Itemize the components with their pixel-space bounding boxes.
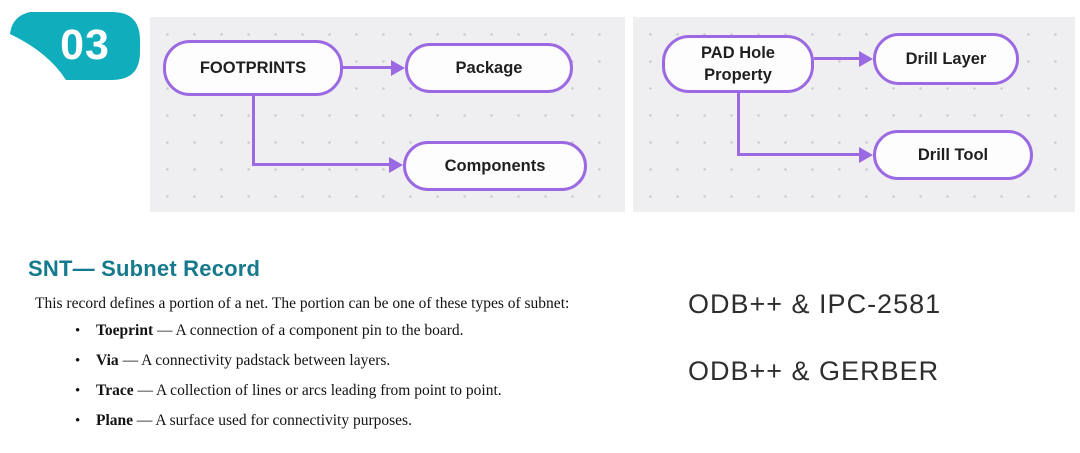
bullet-term: Plane xyxy=(96,412,134,429)
format-label-odb-gerber: ODB++ & GERBER xyxy=(688,356,940,386)
node-footprints: FOOTPRINTS xyxy=(163,40,343,96)
list-item-trace: • Trace — A collection of lines or arcs … xyxy=(75,381,655,401)
bullet-desc: — A connectivity padstack between layers… xyxy=(118,352,391,369)
chapter-badge: 03 xyxy=(0,0,150,92)
connector-padhole-drilllayer xyxy=(814,57,861,60)
list-item-via: • Via — A connectivity padstack between … xyxy=(75,351,655,371)
connector-footprints-down xyxy=(252,96,255,166)
bullet-term: Via xyxy=(96,352,119,369)
connector-footprints-components xyxy=(252,163,391,166)
subnet-type-list: • Toeprint — A connection of a component… xyxy=(75,321,655,441)
bullet-dot-icon: • xyxy=(75,413,81,429)
arrowhead-to-drilllayer-icon xyxy=(859,51,873,67)
bullet-term: Trace xyxy=(96,382,134,399)
bullet-dot-icon: • xyxy=(75,353,81,369)
section-intro: This record defines a portion of a net. … xyxy=(35,295,570,312)
node-components: Components xyxy=(403,141,587,191)
node-drill-layer: Drill Layer xyxy=(873,33,1019,85)
bullet-dot-icon: • xyxy=(75,323,81,339)
connector-padhole-drilltool xyxy=(737,153,861,156)
node-package: Package xyxy=(405,43,573,93)
bullet-desc: — A surface used for connectivity purpos… xyxy=(133,412,412,429)
bullet-desc: — A collection of lines or arcs leading … xyxy=(133,382,502,399)
chapter-number: 03 xyxy=(60,20,110,69)
connector-padhole-down xyxy=(737,93,740,156)
arrowhead-to-components-icon xyxy=(389,157,403,173)
arrowhead-to-package-icon xyxy=(391,60,405,76)
bullet-desc: — A connection of a component pin to the… xyxy=(153,322,464,339)
node-pad-hole-property: PAD Hole Property xyxy=(662,35,814,93)
flowchart-panel-footprints: FOOTPRINTS Package Components xyxy=(150,17,625,212)
arrowhead-to-drilltool-icon xyxy=(859,147,873,163)
bullet-term: Toeprint xyxy=(96,322,154,339)
node-drill-tool: Drill Tool xyxy=(873,130,1033,180)
bullet-dot-icon: • xyxy=(75,383,81,399)
connector-footprints-package xyxy=(343,66,393,69)
section-heading: SNT— Subnet Record xyxy=(28,256,261,281)
chapter-badge-ribbon-shape xyxy=(10,12,140,80)
list-item-toeprint: • Toeprint — A connection of a component… xyxy=(75,321,655,341)
list-item-plane: • Plane — A surface used for connectivit… xyxy=(75,411,655,431)
flowchart-panel-pad-hole: PAD Hole Property Drill Layer Drill Tool xyxy=(633,17,1075,212)
format-label-odb-ipc2581: ODB++ & IPC-2581 xyxy=(688,289,942,319)
